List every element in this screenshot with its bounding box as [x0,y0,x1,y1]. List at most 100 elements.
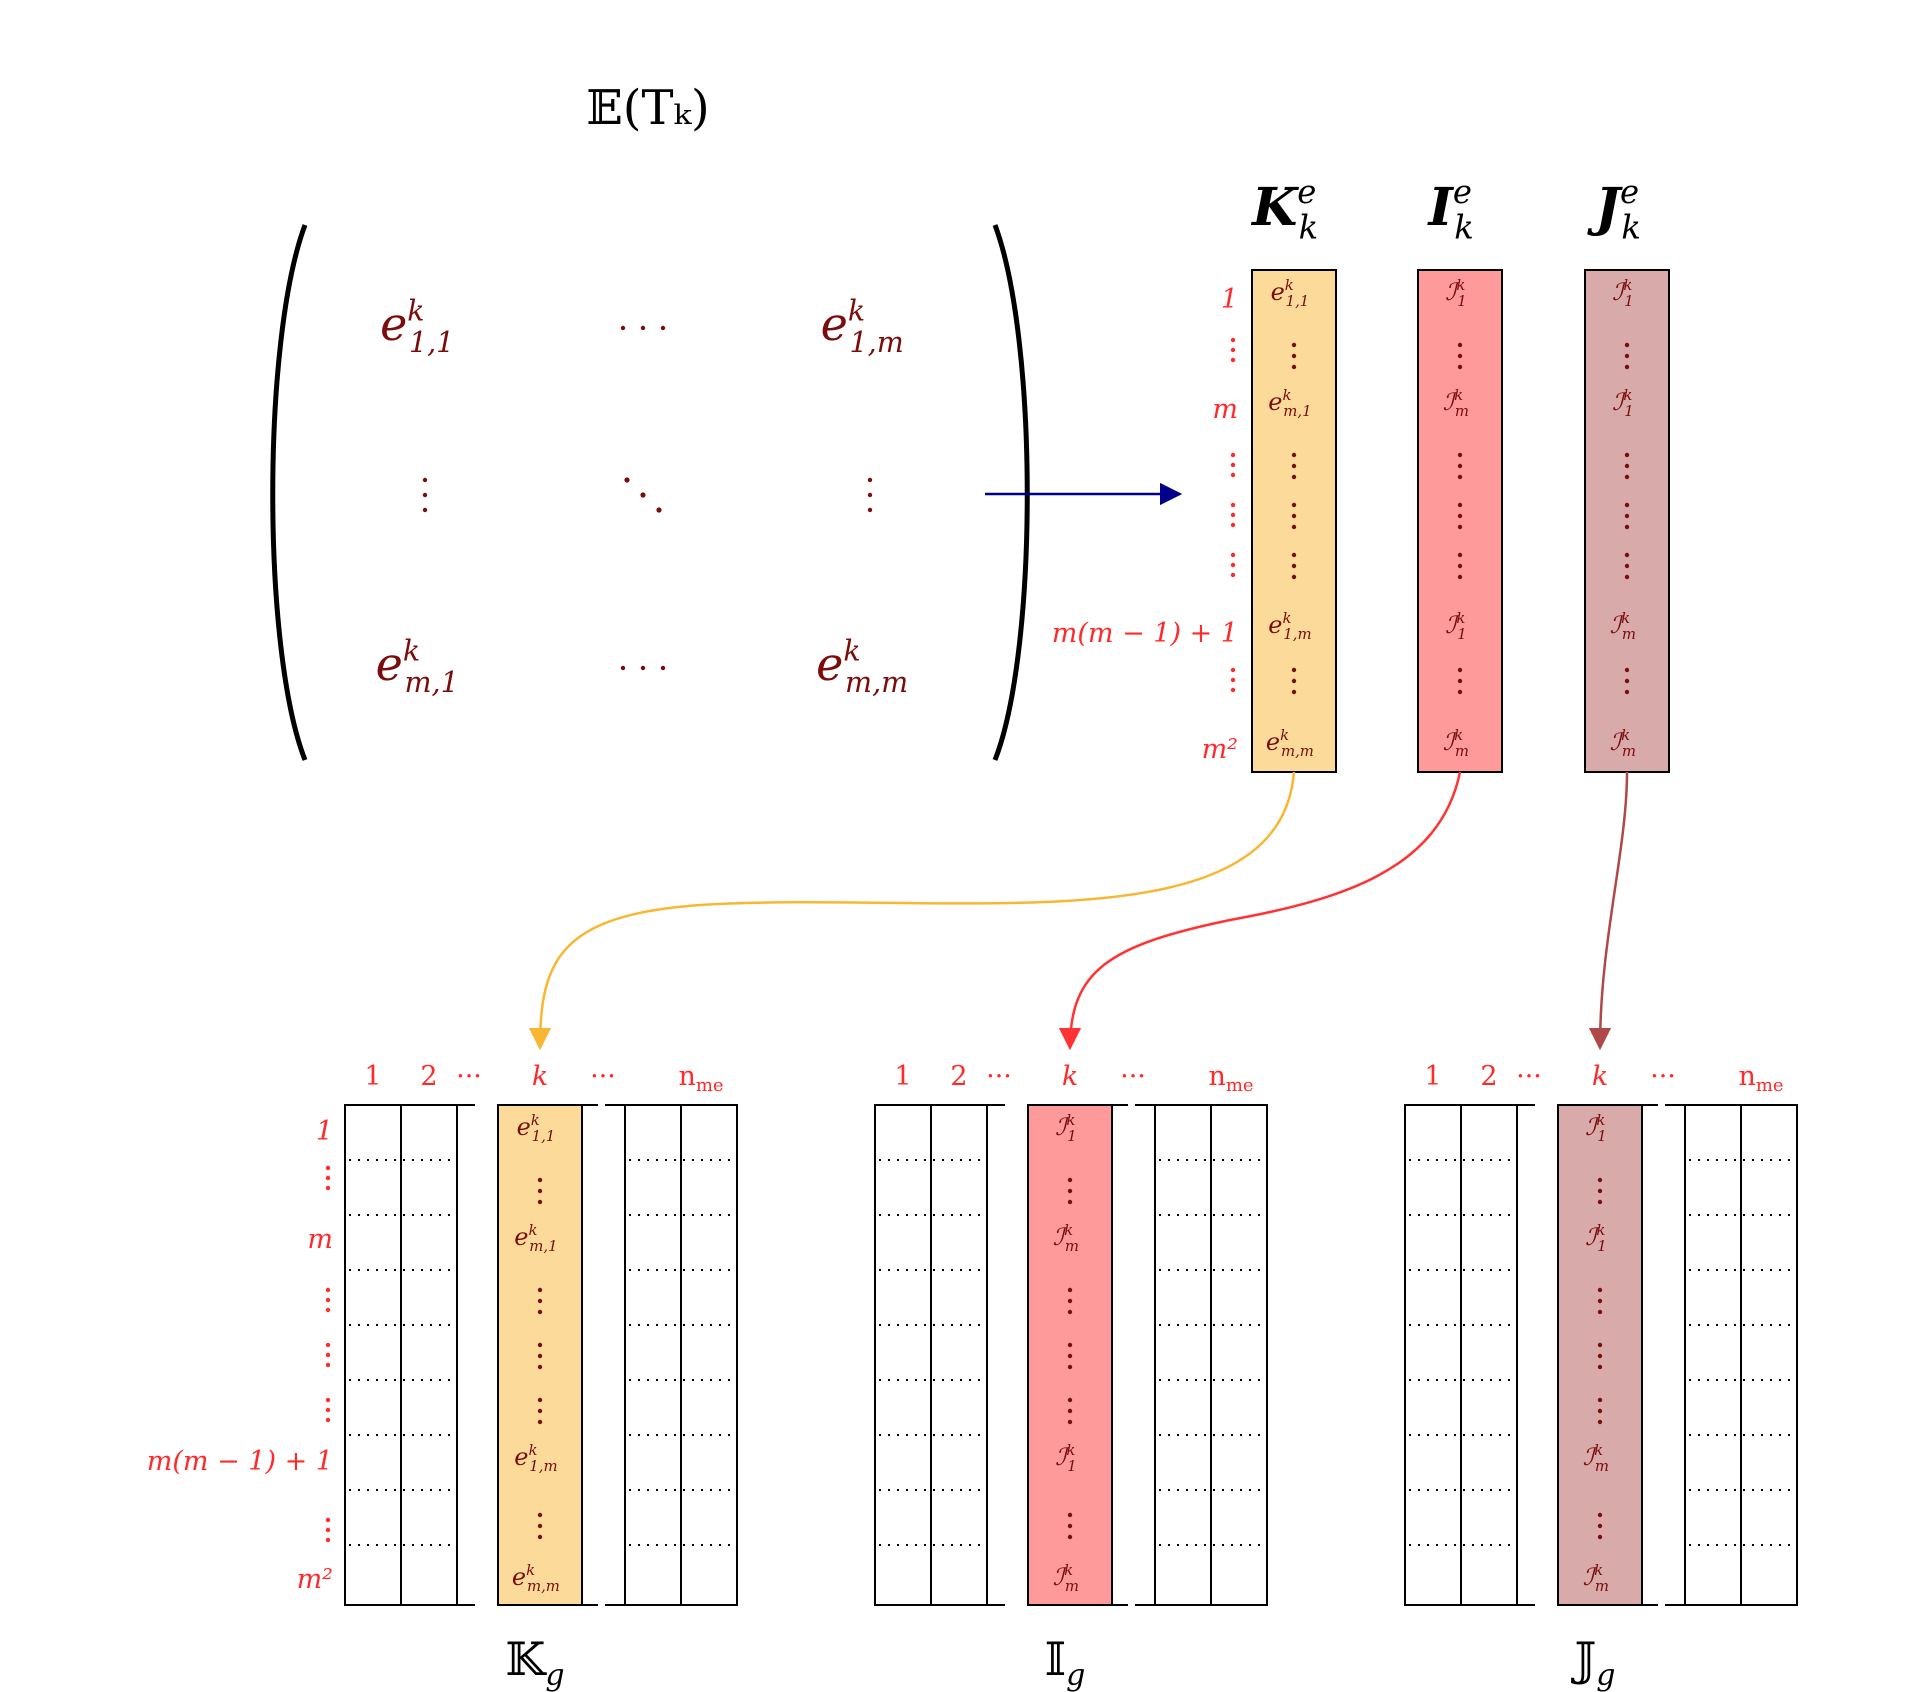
global-col-label: nme [678,1061,723,1096]
matrix-vdots [422,477,428,513]
global-row-label: m(m − 1) + 1 [147,1446,333,1477]
distribution-arrow [528,771,1296,1051]
element-row-label: m² [1202,734,1238,765]
global-matrix-label: 𝕀g [1045,1632,1086,1692]
global-col-label: 1 [894,1061,911,1092]
vector-vdots [1291,452,1297,480]
global-column [400,1104,458,1606]
vector-box [1417,269,1503,773]
matrix-vdots [867,477,873,513]
element-row-label: m(m − 1) + 1 [1052,618,1238,649]
global-vdots [1597,1342,1603,1370]
vector-vdots [1291,667,1297,695]
row-label-vdots [1230,502,1236,528]
global-row-label-vdots [325,1165,331,1191]
global-col-label: 2 [420,1061,437,1092]
global-column [874,1104,932,1606]
global-col-label: ··· [1516,1061,1542,1092]
global-col-label: k [1592,1061,1608,1092]
global-vdots [1067,1342,1073,1370]
global-column [1210,1104,1268,1606]
global-vdots [537,1397,543,1425]
vector-vdots [1624,552,1630,580]
global-row-label-vdots [325,1287,331,1313]
global-row-label-vdots [325,1517,331,1543]
matrix-ddots [624,477,662,513]
global-column [930,1104,988,1606]
global-vdots [537,1512,543,1540]
matrix-hdots [620,665,666,671]
row-label-vdots [1230,667,1236,693]
global-vdots [1597,1177,1603,1205]
global-vdots [1067,1287,1073,1315]
vector-vdots [1291,502,1297,530]
distribution-arrow [1058,771,1462,1051]
global-matrix-label: 𝕂g [505,1632,564,1692]
global-col-label: k [532,1061,548,1092]
global-col-label: 2 [1480,1061,1497,1092]
global-col-label: nme [1738,1061,1783,1096]
global-vdots [1067,1177,1073,1205]
matrix-hdots [620,325,666,331]
vector-vdots [1624,342,1630,370]
global-column [680,1104,738,1606]
global-matrix-label: 𝕁g [1571,1632,1616,1692]
global-row-label: 1 [316,1116,333,1147]
vector-vdots [1457,342,1463,370]
vector-vdots [1291,342,1297,370]
global-col-label: ··· [1120,1061,1146,1092]
global-vdots [1597,1512,1603,1540]
row-label-vdots [1230,452,1236,478]
global-col-label: nme [1208,1061,1253,1096]
element-row-label: m [1212,394,1238,425]
global-col-label: 1 [364,1061,381,1092]
global-row-label-vdots [325,1397,331,1423]
global-col-label: k [1062,1061,1078,1092]
global-row-label-vdots [325,1342,331,1368]
